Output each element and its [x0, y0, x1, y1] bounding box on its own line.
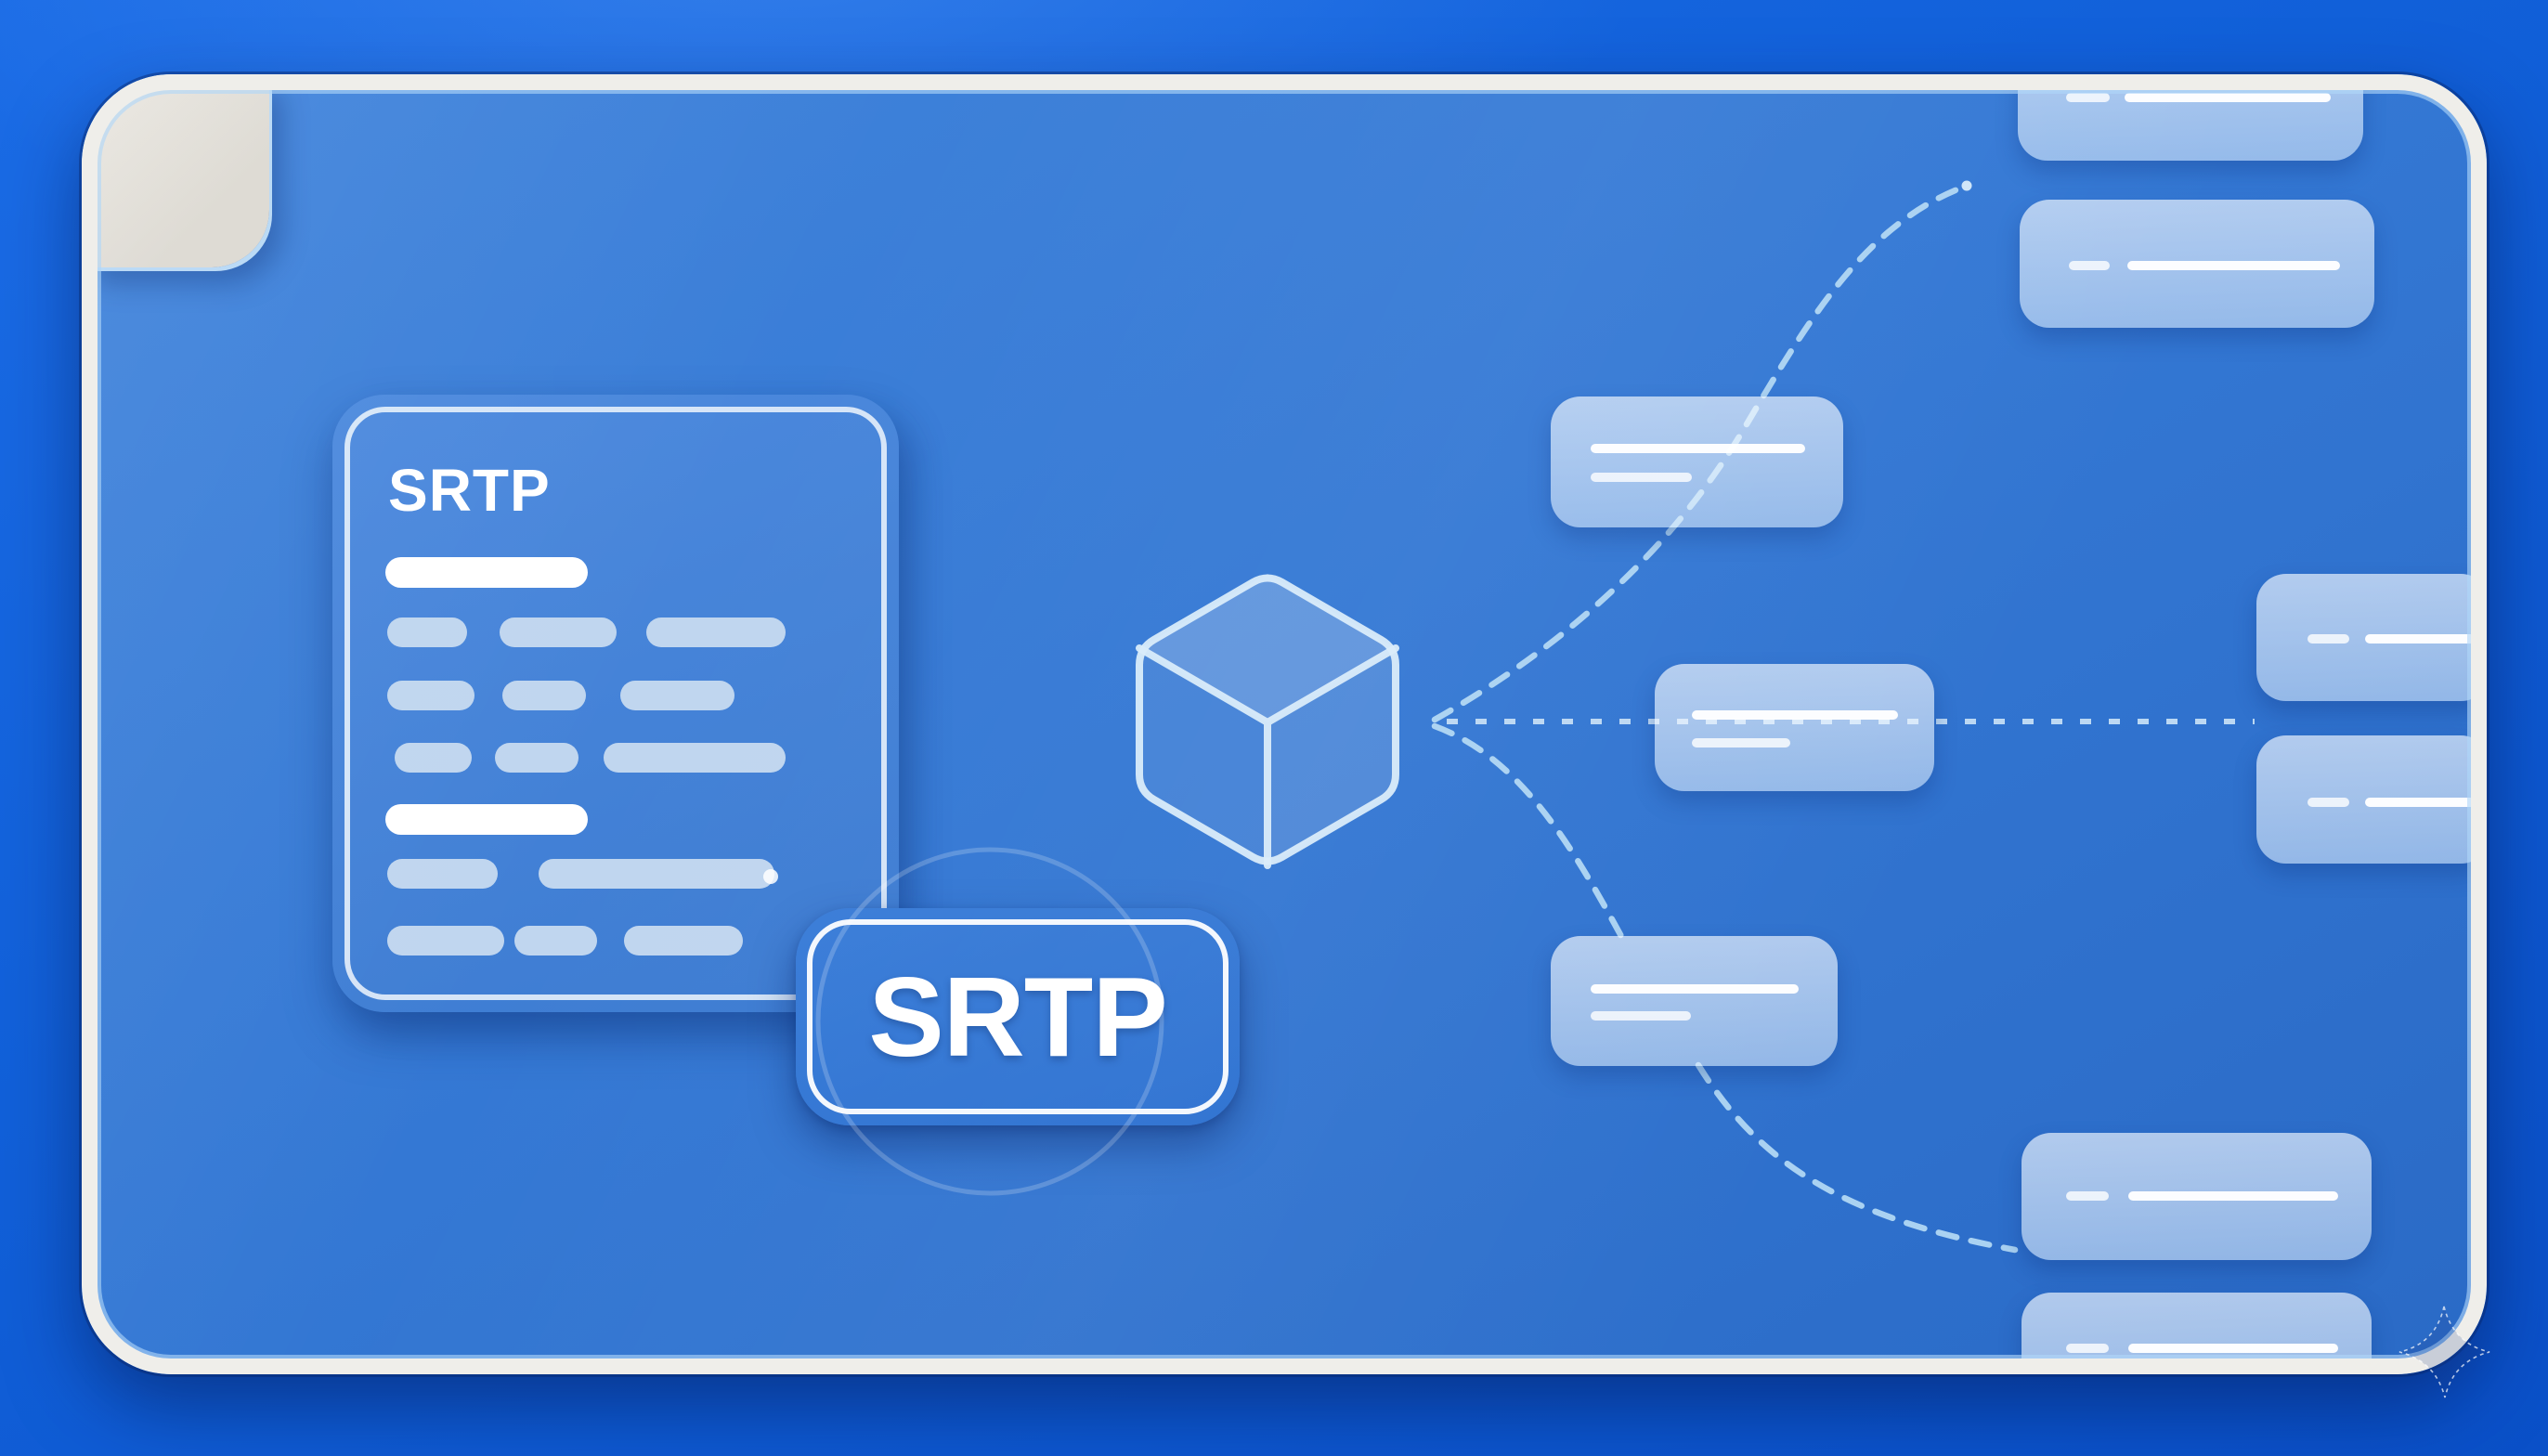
diagram-node-upper-mid — [1551, 396, 1843, 527]
text-line-placeholder — [387, 681, 474, 710]
text-line-placeholder — [387, 926, 504, 956]
node-text-placeholder — [2066, 93, 2110, 102]
text-line-placeholder — [539, 859, 774, 889]
node-text-placeholder — [2365, 798, 2487, 807]
node-text-placeholder — [2128, 1344, 2338, 1353]
node-text-placeholder — [2308, 634, 2349, 644]
document-title: SRTP — [388, 457, 551, 524]
text-line-placeholder — [514, 926, 597, 956]
text-line-placeholder — [646, 618, 786, 647]
node-text-placeholder — [2127, 261, 2340, 270]
text-line-placeholder — [604, 743, 786, 773]
node-text-placeholder — [2128, 1191, 2338, 1201]
text-line-placeholder — [624, 926, 743, 956]
text-line-placeholder — [385, 557, 588, 588]
main-card: SRTP SRTP — [82, 74, 2487, 1374]
node-text-placeholder — [2066, 1344, 2109, 1353]
text-line-placeholder — [500, 618, 617, 647]
text-line-placeholder — [502, 681, 586, 710]
text-line-placeholder — [387, 859, 498, 889]
text-line-placeholder — [620, 681, 734, 710]
node-text-placeholder — [1692, 738, 1790, 748]
node-text-placeholder — [2069, 261, 2110, 270]
badge-label: SRTP — [868, 954, 1167, 1080]
srtp-badge: SRTP — [796, 908, 1240, 1125]
diagram-node-right-edge-2 — [2256, 735, 2487, 864]
diagram-node-right-edge-1 — [2256, 574, 2487, 701]
node-text-placeholder — [2365, 634, 2487, 644]
node-text-placeholder — [2066, 1191, 2109, 1201]
diagram-node-top-right-1 — [2018, 74, 2363, 161]
diagram-node-bottom-right-1 — [2022, 1133, 2372, 1260]
node-text-placeholder — [1591, 984, 1799, 994]
node-text-placeholder — [2125, 93, 2331, 102]
folded-corner-icon — [82, 74, 269, 267]
diagram-node-lower-mid — [1551, 936, 1838, 1066]
text-line-placeholder — [387, 618, 467, 647]
node-text-placeholder — [1591, 444, 1805, 453]
text-line-placeholder — [495, 743, 578, 773]
text-line-placeholder — [385, 804, 588, 835]
diagram-node-top-right-2 — [2020, 200, 2374, 328]
node-text-placeholder — [1591, 1011, 1691, 1020]
node-text-placeholder — [1591, 473, 1692, 482]
diagram-node-bottom-right-2 — [2022, 1293, 2372, 1374]
node-text-placeholder — [2308, 798, 2349, 807]
node-text-placeholder — [1692, 710, 1898, 720]
text-line-placeholder — [395, 743, 472, 773]
srtp-document-card: SRTP — [332, 395, 899, 1012]
diagram-node-center-mid — [1655, 664, 1934, 791]
